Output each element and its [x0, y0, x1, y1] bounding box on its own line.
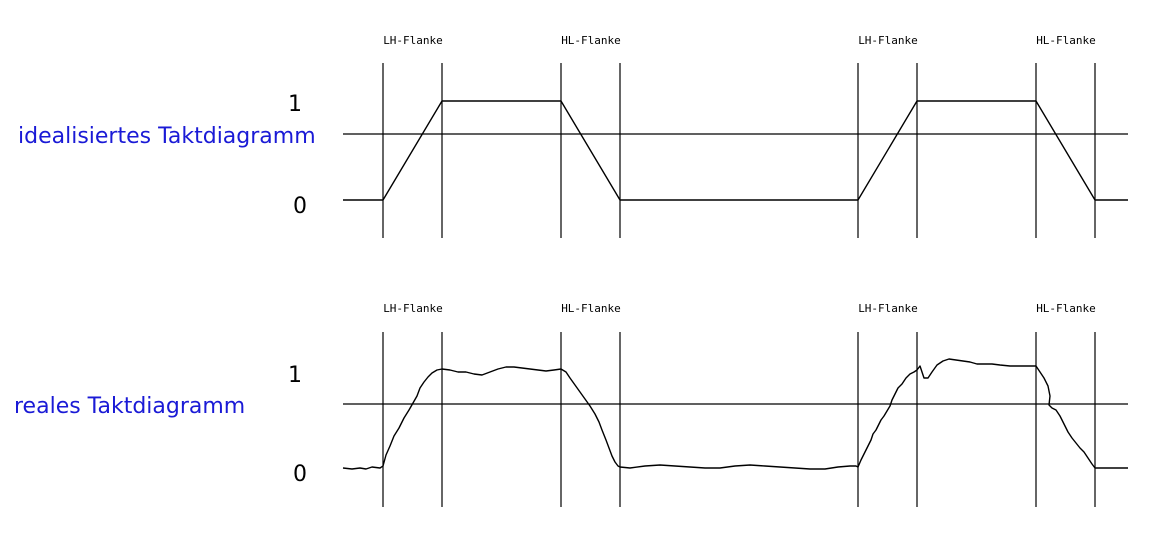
real-level-high: 1	[288, 363, 302, 388]
ideal-signal	[343, 100, 1128, 201]
ideal-edge-label-3: LH-Flanke	[858, 34, 918, 47]
real-edge-label-2: HL-Flanke	[561, 302, 621, 315]
real-diagram-title: reales Taktdiagramm	[14, 394, 245, 419]
ideal-diagram-title: idealisiertes Taktdiagramm	[18, 124, 316, 149]
real-signal	[342, 358, 1128, 470]
ideal-edge-label-2: HL-Flanke	[561, 34, 621, 47]
real-level-low: 0	[293, 462, 307, 487]
ideal-level-low: 0	[293, 194, 307, 219]
ideal-diagram: idealisiertes Taktdiagramm 1 0 LH-Flanke…	[18, 34, 1128, 238]
ideal-edge-label-1: LH-Flanke	[383, 34, 443, 47]
real-diagram: reales Taktdiagramm 1 0 LH-Flanke HL-Fla…	[14, 302, 1128, 507]
ideal-edge-label-4: HL-Flanke	[1036, 34, 1096, 47]
ideal-level-high: 1	[288, 92, 302, 117]
real-edge-label-3: LH-Flanke	[858, 302, 918, 315]
real-edge-label-4: HL-Flanke	[1036, 302, 1096, 315]
real-edge-label-1: LH-Flanke	[383, 302, 443, 315]
